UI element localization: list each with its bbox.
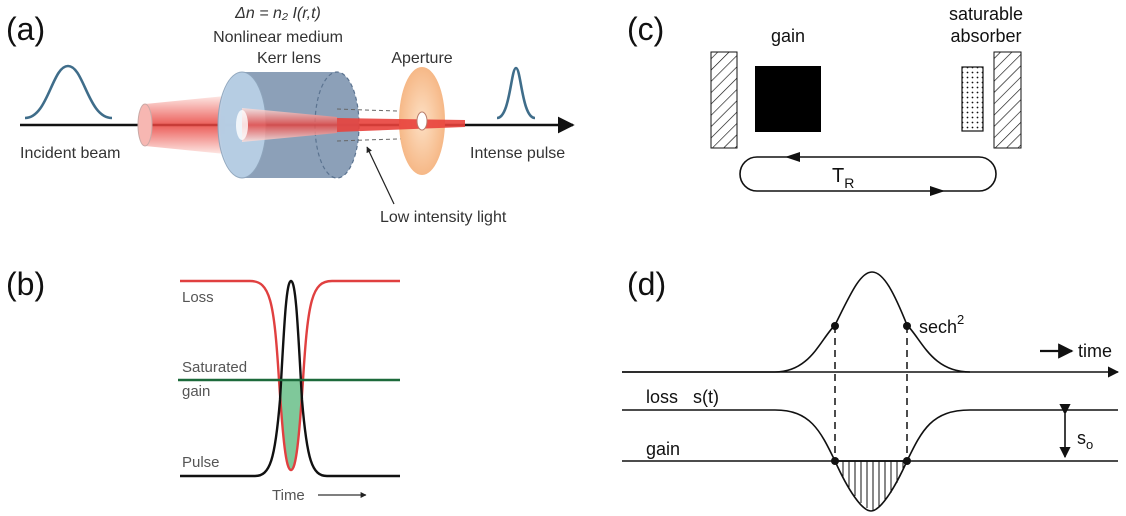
panel-d: (d) sech2 — [622, 266, 1120, 512]
net-gain-lobe — [833, 460, 909, 512]
sech2-pulse-curve — [622, 271, 971, 373]
so-label: so — [1077, 428, 1093, 452]
low-intensity-pointer — [366, 146, 395, 205]
beam-end-cap — [137, 103, 153, 147]
beam-in-lens — [242, 108, 337, 142]
aperture-hole — [416, 111, 428, 131]
pulse-curve — [180, 279, 400, 478]
sech2-label: sech2 — [919, 312, 964, 337]
gain-label-c: gain — [771, 26, 805, 46]
round-trip-time-label: TR — [832, 165, 854, 191]
gain-label-b: gain — [182, 383, 210, 400]
incident-beam-tube — [145, 96, 225, 154]
loss-label-d: loss s(t) — [646, 387, 719, 407]
round-trip-loop — [739, 156, 997, 192]
absorber-label: absorber — [950, 26, 1021, 46]
panel-b-label: (b) — [6, 266, 45, 302]
panel-c-label: (c) — [627, 11, 664, 47]
pulse-point-right — [903, 322, 911, 330]
panel-c: (c) gain saturable absorber TR — [627, 4, 1023, 196]
gain-point-right — [903, 457, 911, 465]
intense-pulse-curve — [496, 66, 536, 120]
incident-pulse-curve — [24, 64, 113, 120]
saturable-label: saturable — [949, 4, 1023, 24]
loss-curve — [180, 279, 400, 472]
kerr-equation: Δn = n₂ I(r,t) — [234, 5, 321, 22]
kerr-lens-label: Kerr lens — [257, 50, 321, 67]
loss-curve-d — [622, 409, 1118, 462]
net-gain-window — [279, 380, 303, 470]
beam-entry-spot — [236, 110, 248, 140]
loss-label: Loss — [182, 289, 214, 306]
low-intensity-label: Low intensity light — [380, 209, 507, 226]
gain-point-left — [831, 457, 839, 465]
gain-label-d: gain — [646, 439, 680, 459]
loop-arrow-right — [930, 186, 945, 196]
saturated-label: Saturated — [182, 359, 247, 376]
pulse-point-left — [831, 322, 839, 330]
gain-medium-block — [755, 66, 821, 132]
intense-pulse-label: Intense pulse — [470, 145, 565, 162]
panel-d-label: (d) — [627, 266, 666, 302]
panel-a-label: (a) — [6, 11, 45, 47]
nonlinear-medium-label: Nonlinear medium — [213, 29, 343, 46]
incident-beam-label: Incident beam — [20, 145, 121, 162]
loop-arrow-left — [785, 152, 800, 162]
panel-a: (a) Δn = n₂ I(r,t) Nonlinear medium Kerr… — [6, 5, 575, 226]
pulse-label: Pulse — [182, 454, 220, 471]
aperture-label: Aperture — [391, 50, 452, 67]
saturable-absorber-block — [961, 66, 984, 132]
net-gain-hatching — [842, 461, 904, 510]
panel-b: (b) Loss Saturated gain Pulse Time — [6, 266, 400, 504]
narrowed-beam — [337, 118, 465, 132]
right-mirror — [993, 51, 1022, 149]
left-mirror — [710, 51, 738, 149]
time-label-b: Time — [272, 487, 305, 504]
time-label-d: time — [1078, 341, 1112, 361]
